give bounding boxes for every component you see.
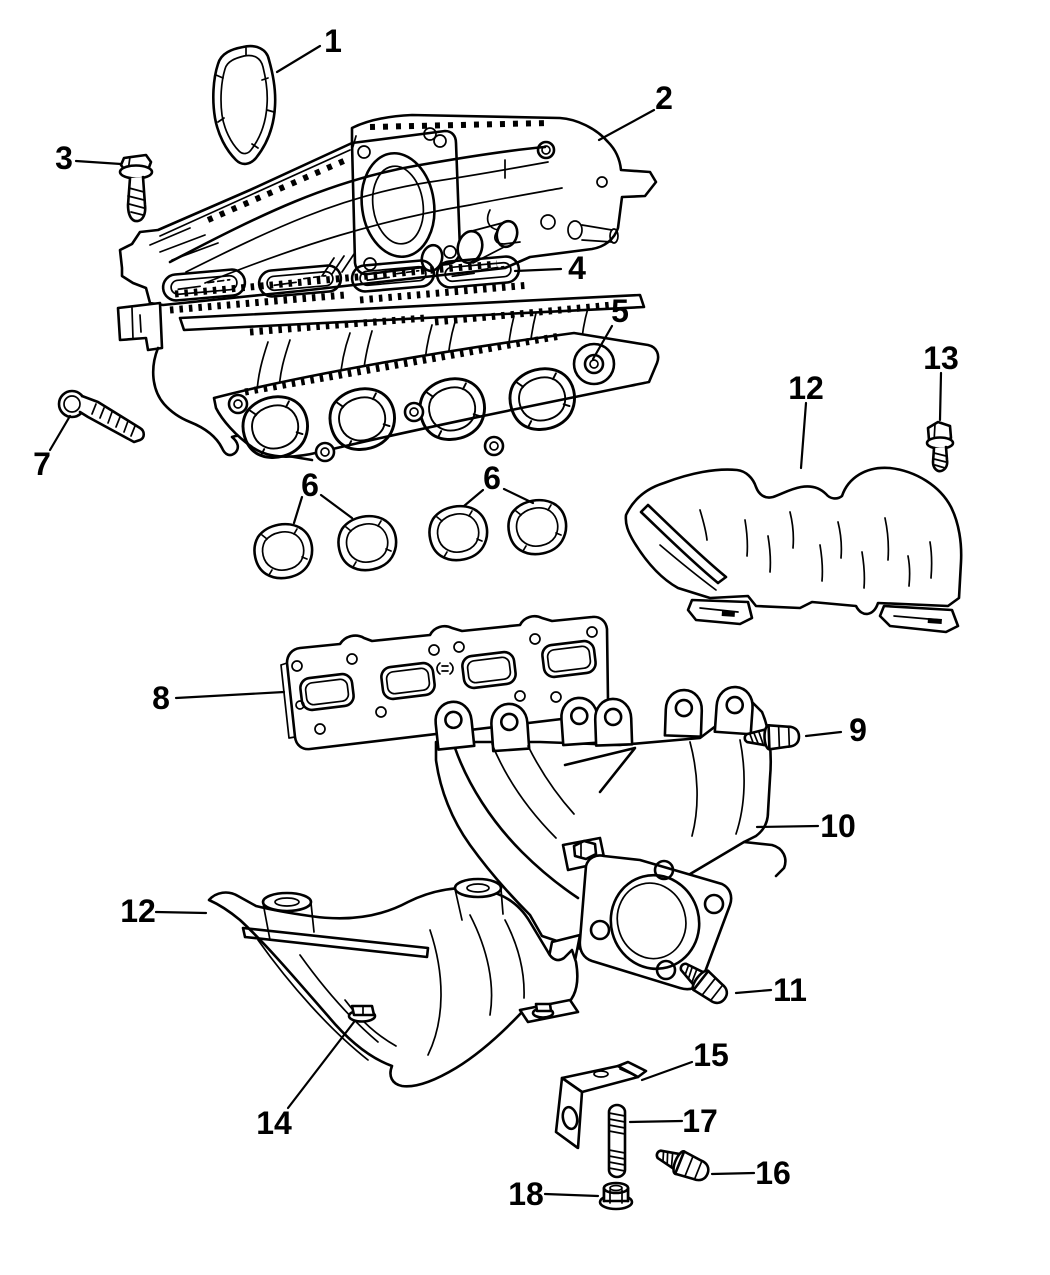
- callout-1-label: 1: [324, 23, 342, 59]
- callout-17-label: 17: [682, 1103, 718, 1139]
- callout-14-label: 14: [256, 1105, 292, 1141]
- callout-18-label: 18: [508, 1176, 544, 1212]
- callout-9-label: 9: [849, 712, 867, 748]
- bolt-drawing: [118, 153, 154, 223]
- callout-12-label: 12: [120, 893, 156, 929]
- callout-6-label: 6: [301, 467, 319, 503]
- callout-15-label: 15: [693, 1037, 729, 1073]
- callout-10-label: 10: [820, 808, 856, 844]
- callout-numbers: 1 2 3 4 5 6 6 7 8 9 10 11 12 12 13 14 15…: [33, 23, 959, 1212]
- upper-intake-manifold-drawing: [118, 113, 658, 307]
- bolt-drawing: [57, 389, 146, 444]
- heat-shield-left-drawing: [207, 877, 580, 1088]
- port-gasket-set-drawing: [253, 498, 568, 580]
- exhaust-manifold-drawing: [432, 684, 787, 991]
- bracket-drawing: [554, 1060, 648, 1150]
- heat-shield-right-drawing: [624, 466, 963, 634]
- bolt-drawing: [651, 1141, 714, 1187]
- callout-2-label: 2: [655, 80, 673, 116]
- stud-drawing: [607, 1103, 627, 1179]
- callout-7-label: 7: [33, 446, 51, 482]
- callout-16-label: 16: [755, 1155, 791, 1191]
- callout-6-label: 6: [483, 460, 501, 496]
- callout-11-label: 11: [773, 972, 807, 1008]
- lower-intake-manifold-drawing: [116, 281, 660, 463]
- callout-leader-lines: [48, 44, 943, 1198]
- throttle-gasket-drawing: [212, 44, 277, 166]
- bolt-drawing: [925, 420, 955, 473]
- callout-8-label: 8: [152, 680, 170, 716]
- callout-12-label: 12: [788, 370, 824, 406]
- callout-13-label: 13: [923, 340, 959, 376]
- callout-4-label: 4: [568, 250, 586, 286]
- nut-drawing: [598, 1181, 634, 1211]
- callout-5-label: 5: [611, 293, 629, 329]
- callout-3-label: 3: [55, 140, 73, 176]
- shield-nut-drawing: [347, 1004, 377, 1023]
